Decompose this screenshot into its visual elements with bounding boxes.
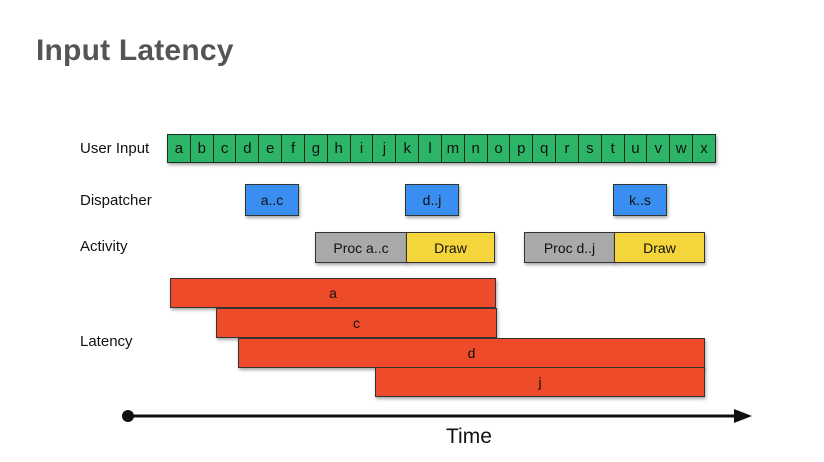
- user-input-label: User Input: [80, 140, 150, 157]
- dispatcher-batch-3: k..s: [613, 184, 667, 216]
- activity-proc-1: Proc a..c: [315, 232, 407, 263]
- input-key-x: x: [692, 134, 716, 163]
- time-axis-label: Time: [446, 425, 492, 448]
- activity-label: Activity: [80, 238, 128, 255]
- dispatcher-label: Dispatcher: [80, 192, 152, 209]
- input-key-g: g: [303, 134, 328, 163]
- time-axis-arrowhead: [734, 409, 752, 423]
- input-key-m: m: [440, 134, 465, 163]
- input-key-i: i: [349, 134, 374, 163]
- input-key-b: b: [189, 134, 214, 163]
- input-key-h: h: [326, 134, 351, 163]
- activity-proc-2: Proc d..j: [524, 232, 615, 263]
- latency-bar-c: c: [216, 308, 497, 338]
- activity-draw-2: Draw: [614, 232, 705, 263]
- dispatcher-batch-1: a..c: [245, 184, 299, 216]
- dispatcher-batch-2: d..j: [405, 184, 459, 216]
- activity-draw-1: Draw: [406, 232, 495, 263]
- latency-bar-j: j: [375, 367, 705, 397]
- latency-label: Latency: [80, 333, 133, 350]
- latency-bar-a: a: [170, 278, 496, 308]
- input-key-c: c: [212, 134, 237, 163]
- page-title: Input Latency: [36, 34, 234, 67]
